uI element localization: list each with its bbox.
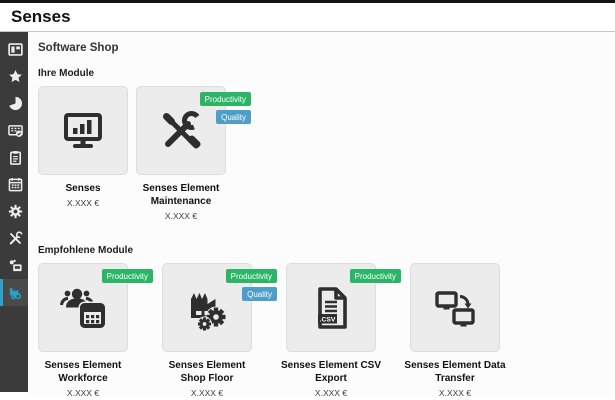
data-transfer-icon [431,284,479,332]
clipboard-icon [8,150,23,165]
sidebar-item-reports[interactable] [0,90,28,117]
app-title: Senses [11,7,71,26]
tools-crossed-icon [157,107,205,155]
sidebar-item-orders[interactable] [0,144,28,171]
csv-file-icon: .CSV [307,284,355,332]
factory-gear-icon [8,285,23,300]
module-price: X.XXX € [66,198,100,208]
top-accent-bar [0,0,615,3]
module-price: X.XXX € [66,388,100,398]
tag-quality: Quality [216,110,251,124]
workforce-icon [59,284,107,332]
module-tile[interactable] [38,86,128,175]
sidebar-item-machines[interactable] [0,252,28,279]
page-title: Software Shop [38,42,119,54]
module-price: X.XXX € [314,388,348,398]
module-name: Senses [65,183,101,194]
gear-icon [8,204,23,219]
svg-text:.CSV: .CSV [320,316,336,323]
module-tile[interactable] [410,263,500,352]
module-name: Senses Element Shop Floor [168,360,246,384]
monitor-chart-icon [59,107,107,155]
factory-icon [183,284,231,332]
star-icon [8,69,23,84]
module-price: X.XXX € [164,211,198,221]
module-tile[interactable]: .CSV Productivity [286,263,401,352]
module-tags: Productivity [101,269,153,283]
tools-icon [8,231,23,246]
tag-quality: Quality [242,287,277,301]
sidebar-item-favorites[interactable] [0,63,28,90]
module: Productivity Senses Element Workforce X.… [38,263,153,398]
module-name: Senses Element Workforce [44,360,122,384]
sidebar-item-planning[interactable] [0,117,28,144]
module-name: Senses Element Maintenance [142,183,220,207]
machine-icon [8,258,23,273]
sidebar-item-dashboard[interactable] [0,36,28,63]
dashboard-icon [8,42,23,57]
module-name: Senses Element CSV Export [280,360,382,384]
module-name: Senses Element Data Transfer [404,360,506,384]
sidebar-item-maintenance[interactable] [0,225,28,252]
tag-productivity: Productivity [349,269,401,283]
table-check-icon [8,123,23,138]
calendar-icon [8,177,23,192]
module-tags: Productivity [349,269,401,283]
section-heading: Ihre Module [38,68,95,79]
module-tile[interactable]: Productivity [38,263,153,352]
sidebar-item-calendar[interactable] [0,171,28,198]
pie-chart-icon [8,96,23,111]
module: Senses X.XXX € [38,86,128,208]
module-price: X.XXX € [190,388,224,398]
tag-productivity: Productivity [225,269,277,283]
module: Senses Element Data Transfer X.XXX € [404,263,506,398]
main-content: Software Shop Ihre Module Senses X.XXX €… [28,32,615,398]
app-layout: Software Shop Ihre Module Senses X.XXX €… [0,32,615,398]
sidebar [0,32,28,392]
tag-productivity: Productivity [101,269,153,283]
tag-productivity: Productivity [199,92,251,106]
module: .CSV Productivity Senses Element CSV Exp… [281,263,401,398]
section-heading: Empfohlene Module [38,245,133,256]
module-row: Productivity Senses Element Workforce X.… [38,263,615,398]
sidebar-item-settings[interactable] [0,198,28,225]
app-header: Senses [0,3,615,32]
module-section: Empfohlene Module Productivity Senses El… [38,245,615,398]
module-price: X.XXX € [438,388,472,398]
sidebar-item-software-shop[interactable] [0,279,28,306]
